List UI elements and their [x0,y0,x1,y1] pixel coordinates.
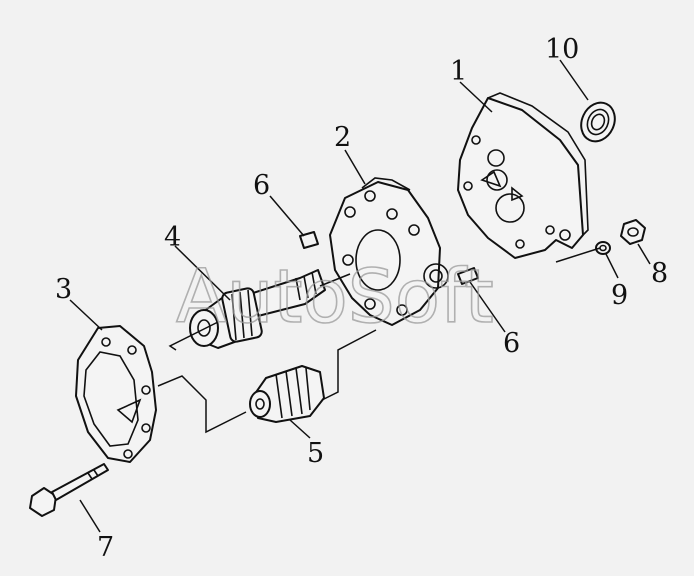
part-8-nut [620,219,646,245]
part-9-washer [595,241,611,255]
callout-2: 2 [334,122,351,153]
callout-6-right: 6 [503,328,520,359]
callout-6-top: 6 [253,170,270,201]
part-3-front-cover [75,325,157,463]
callout-1: 1 [450,56,467,87]
part-2-gear-housing [329,177,449,326]
callout-4: 4 [164,222,181,253]
callout-9: 9 [611,280,628,311]
part-10-bearing [580,101,616,143]
callout-7: 7 [97,532,114,563]
callout-5: 5 [307,438,324,469]
assembly-centerlines [157,247,601,434]
callout-3: 3 [55,274,72,305]
part-5-driven-gear [249,365,325,423]
callout-10: 10 [545,34,579,65]
watermark-text: AutoSoft [176,254,494,340]
leader-lines [69,59,651,533]
part-1-rear-housing [457,92,589,259]
part-4-drive-gear-shaft [189,269,326,349]
callout-8: 8 [651,258,668,289]
part-6-dowel-pin-top [299,231,319,249]
part-7-bolt [29,463,109,517]
part-6-dowel-pin-right [457,267,479,285]
